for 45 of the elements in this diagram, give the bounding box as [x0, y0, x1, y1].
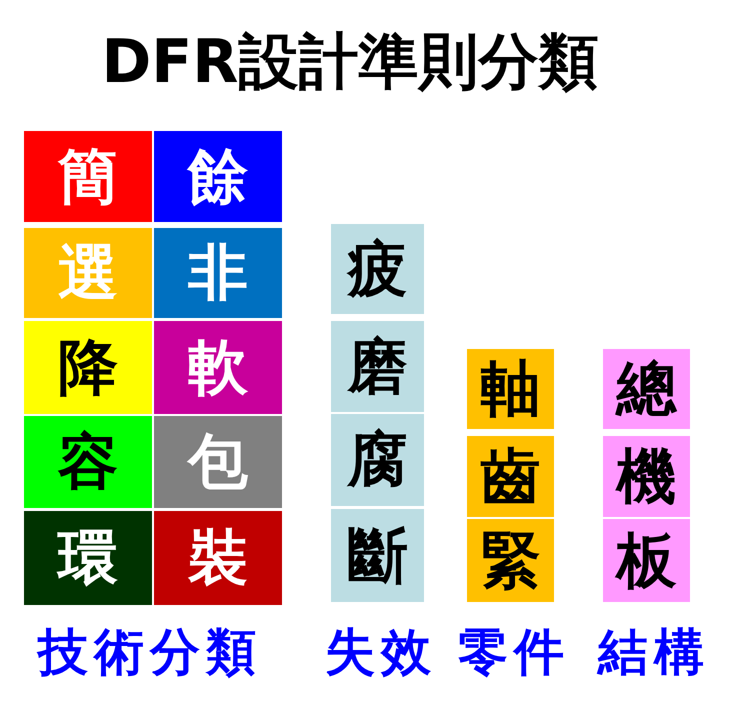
- category-tile: [467, 349, 554, 429]
- category-tile: [467, 436, 554, 517]
- category-tile: [331, 509, 424, 602]
- tile-character: 齒: [480, 444, 540, 510]
- category-tile: [24, 131, 152, 222]
- category-tile: [24, 321, 152, 414]
- category-tile: [154, 321, 282, 414]
- category-tile: [154, 131, 282, 222]
- tile-character: 機: [616, 444, 676, 510]
- tile-character: 餘: [188, 144, 248, 210]
- category-tile: [603, 349, 690, 429]
- diagram-title: DFR設計準則分類: [102, 26, 598, 99]
- category-tile: [331, 224, 424, 314]
- category-tile: [331, 321, 424, 412]
- tile-character: 軟: [188, 334, 248, 400]
- tile-character: 斷: [348, 522, 408, 588]
- category-tile: [603, 519, 690, 602]
- tile-character: 環: [58, 525, 118, 591]
- tile-character: 軸: [480, 356, 540, 422]
- category-tile: [467, 519, 554, 602]
- column-heading: 失效: [325, 622, 437, 682]
- tile-character: 磨: [348, 334, 408, 400]
- category-tile: [603, 436, 690, 517]
- tile-character: 疲: [348, 236, 408, 302]
- column-heading: 結構: [598, 622, 710, 682]
- category-tile: [154, 416, 282, 508]
- column-heading: 零件: [458, 622, 570, 682]
- tile-character: 非: [188, 240, 248, 306]
- tile-character: 選: [58, 240, 118, 306]
- tile-character: 緊: [480, 528, 540, 594]
- category-tile: [331, 414, 424, 506]
- tile-character: 板: [616, 528, 676, 594]
- tile-character: 腐: [348, 427, 408, 493]
- tile-character: 裝: [188, 525, 248, 591]
- category-tile: [24, 228, 152, 318]
- tile-character: 降: [58, 334, 118, 400]
- tile-character: 總: [616, 356, 676, 422]
- category-tile: [154, 511, 282, 605]
- tile-character: 容: [58, 429, 118, 495]
- column-heading: 技術分類: [38, 622, 262, 682]
- tile-character: 包: [188, 429, 248, 495]
- category-tile: [154, 228, 282, 318]
- category-tile: [24, 511, 152, 605]
- category-tile: [24, 416, 152, 508]
- tile-character: 簡: [58, 144, 118, 210]
